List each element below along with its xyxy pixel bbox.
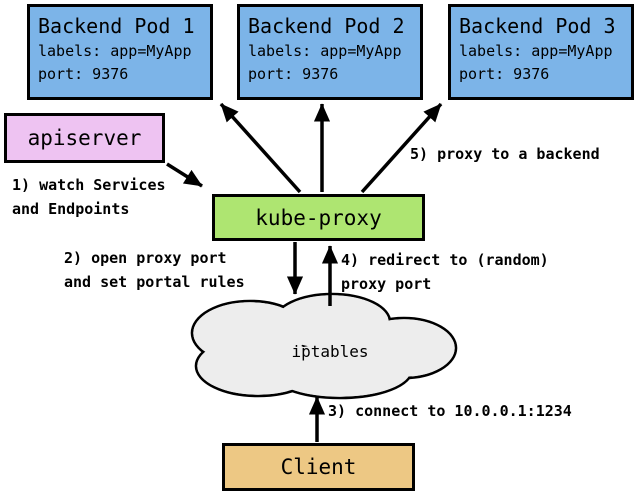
step2-annotation: 2) open proxy port and set portal rules	[64, 249, 245, 291]
backend-pod-1-title: Backend Pod 1	[38, 14, 195, 38]
kube-proxy-label: kube-proxy	[255, 205, 382, 230]
step5-annotation: 5) proxy to a backend	[410, 145, 600, 163]
backend-pod-2-box: Backend Pod 2 labels: app=MyApp port: 93…	[237, 4, 423, 100]
backend-pod-1-port: port: 9376	[38, 65, 129, 83]
iptables-label: iptables	[291, 342, 369, 361]
client-label: Client	[280, 455, 357, 479]
backend-pod-1-labels: labels: app=MyApp	[38, 42, 192, 60]
apiserver-box: apiserver	[4, 113, 165, 163]
step1-annotation: 1) watch Services and Endpoints	[12, 176, 166, 218]
kube-proxy-box: kube-proxy	[212, 194, 425, 241]
backend-pod-1-box: Backend Pod 1 labels: app=MyApp port: 93…	[27, 4, 213, 100]
step4-annotation: 4) redirect to (random) proxy port	[341, 251, 549, 293]
backend-pod-3-box: Backend Pod 3 labels: app=MyApp port: 93…	[448, 4, 634, 100]
backend-pod-2-port: port: 9376	[248, 65, 339, 83]
backend-pod-3-labels: labels: app=MyApp	[459, 42, 613, 60]
apiserver-label: apiserver	[27, 126, 142, 150]
backend-pod-3-title: Backend Pod 3	[459, 14, 616, 38]
backend-pod-2-title: Backend Pod 2	[248, 14, 405, 38]
step3-annotation: 3) connect to 10.0.0.1:1234	[328, 402, 572, 420]
client-box: Client	[222, 443, 415, 491]
arrow-kubeproxy-to-pod1	[219, 102, 302, 194]
backend-pod-2-labels: labels: app=MyApp	[248, 42, 402, 60]
backend-pod-3-port: port: 9376	[459, 65, 550, 83]
arrow-apiserver-to-kubeproxy	[166, 162, 203, 188]
